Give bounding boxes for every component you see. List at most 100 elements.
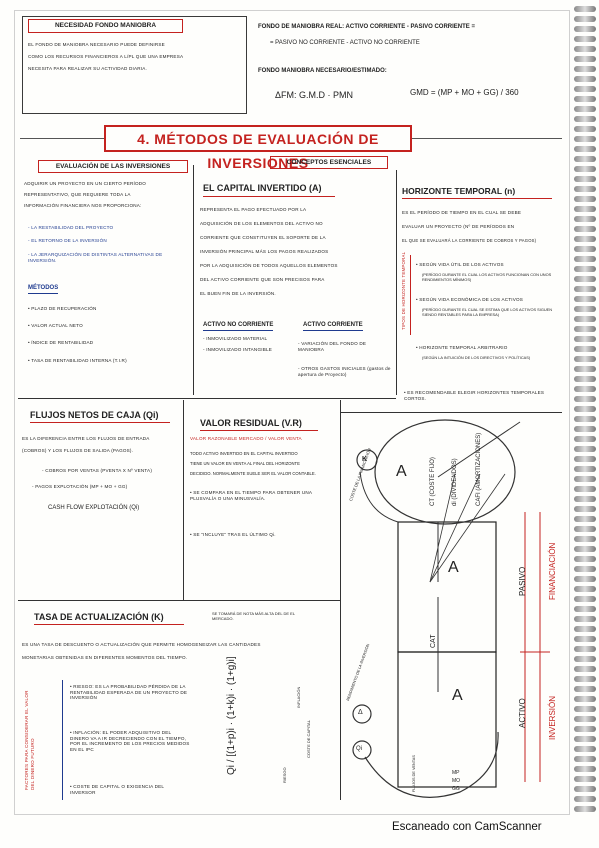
spiral-coil <box>574 626 596 632</box>
spiral-coil <box>574 86 596 92</box>
diagram-a-bottom: A <box>452 687 463 704</box>
spiral-coil <box>574 96 596 102</box>
ac-title: ACTIVO CORRIENTE <box>303 322 363 331</box>
spiral-coil <box>574 136 596 142</box>
eval-line-1: ADQUIRIR UN PROYECTO EN UN CIERTO PERÍOD… <box>24 181 147 186</box>
spiral-coil <box>574 316 596 322</box>
spiral-coil <box>574 676 596 682</box>
spiral-coil <box>574 606 596 612</box>
spiral-coil <box>574 386 596 392</box>
spiral-coil <box>574 486 596 492</box>
anc-title: ACTIVO NO CORRIENTE <box>203 322 274 331</box>
divider-row3 <box>18 600 340 602</box>
spiral-coil <box>574 366 596 372</box>
main-title: 4. MÉTODOS DE EVALUACIÓN DE INVERSIONES <box>104 125 412 171</box>
flujos-title: FLUJOS NETOS DE CAJA (Qi) <box>30 410 159 420</box>
capital-line-7: EL BUEN FIN DE LA INVERSIÓN. <box>200 291 276 296</box>
spiral-coil <box>574 6 596 12</box>
diagram-side-qi: FLUJOS DE VENTAS <box>412 755 416 792</box>
spiral-coil <box>574 296 596 302</box>
diagram-activo: ACTIVO <box>518 698 527 728</box>
divider-flujos <box>183 400 185 600</box>
horizonte-item-2-desc: (PERÍODO DURANTE EL CUAL SE ESTIMA QUE L… <box>422 307 553 317</box>
horizonte-item-3-desc: (SEGÚN LA INTUICIÓN DE LOS DIRECTIVOS Y … <box>422 355 531 360</box>
spiral-coil <box>574 546 596 552</box>
diagram-delta: Δ <box>358 709 363 716</box>
spiral-coil <box>574 716 596 722</box>
diagram-qi: Qi <box>356 746 362 752</box>
diagram-q-1: MP <box>452 770 460 776</box>
box-fondo-necesario <box>22 16 247 114</box>
investment-diagram <box>352 419 550 798</box>
capital-title: EL CAPITAL INVERTIDO (A) <box>203 183 322 193</box>
eval-item-1: - LA RESTABILIDAD DEL PROYECTO <box>28 225 114 230</box>
spiral-coil <box>574 496 596 502</box>
spiral-coil <box>574 66 596 72</box>
tasa-line-1: ES UNA TASA DE DESCUENTO O ACTUALIZACIÓN… <box>22 642 261 647</box>
capital-line-2: ADQUISICIÓN DE LOS ELEMENTOS DEL ACTIVO … <box>200 221 323 226</box>
horizonte-line-1: ES EL PERÍODO DE TIEMPO EN EL CUAL SE DE… <box>402 210 522 215</box>
capital-line-1: REPRESENTA EL PAGO EFECTUADO POR LA <box>200 207 307 212</box>
method-4: • TASA DE RENTABILIDAD INTERNA (T.I.R) <box>28 358 127 363</box>
eval-item-2: - EL RETORNO DE LA INVERSIÓN <box>28 238 107 243</box>
spiral-coil <box>574 436 596 442</box>
flujos-underline <box>30 422 170 424</box>
divider-row2 <box>18 398 396 400</box>
spiral-coil <box>574 276 596 282</box>
divider-diagram <box>340 400 342 800</box>
residual-subtitle: VALOR RAZONABLE MERCADO / VALOR VENTA <box>190 436 302 441</box>
horizonte-side-label: TIPOS DE HORIZONTE TEMPORAL <box>401 251 406 330</box>
spiral-coil <box>574 416 596 422</box>
spiral-coil <box>574 16 596 22</box>
ac-item-2: - OTROS GASTOS INICIALES (gastos de aper… <box>298 366 391 377</box>
method-1: • PLAZO DE RECUPERACIÓN <box>28 306 97 311</box>
residual-line-3: DECIDIDO. NORMALMENTE SUELE SER EL VALOR… <box>190 471 316 476</box>
conceptos-title: CONCEPTOS ESENCIALES <box>270 156 388 169</box>
formula-afm: ΔFM: G.M.D · PMN <box>275 90 354 100</box>
spiral-coil <box>574 456 596 462</box>
spiral-coil <box>574 36 596 42</box>
diagram-cafi: CAFI (AMORTIZACIONES) <box>476 432 482 506</box>
spiral-coil <box>574 646 596 652</box>
flujos-line-1: ES LA DIFERENCIA ENTRE LOS FLUJOS DE ENT… <box>22 436 150 441</box>
spiral-coil <box>574 686 596 692</box>
spiral-coil <box>574 196 596 202</box>
spiral-coil <box>574 616 596 622</box>
diagram-k: K <box>362 456 368 463</box>
anc-item-2: - INMOVILIZADO INTANGIBLE <box>203 347 272 352</box>
eval-title: EVALUACIÓN DE LAS INVERSIONES <box>38 160 188 173</box>
residual-underline <box>200 430 318 432</box>
eval-line-2: REPRESENTATIVO, QUE REQUIERE TODA LA <box>24 192 131 197</box>
activo-rect <box>397 651 497 788</box>
spiral-coil <box>574 566 596 572</box>
capital-line-5: POR LA ADQUISICIÓN DE TODOS AQUELLOS ELE… <box>200 263 338 268</box>
diagram-q-2: MO <box>452 778 461 784</box>
diagram-di: di (DIVIDENDOS) <box>452 458 458 506</box>
spiral-coil <box>574 426 596 432</box>
horizonte-item-3: • HORIZONTE TEMPORAL ARBITRARIO <box>416 345 508 350</box>
diagram-a-mid: A <box>448 559 459 576</box>
sec1-line-1: EL FONDO DE MANIOBRA NECESARIO PUEDE DEF… <box>28 42 165 47</box>
spiral-coil <box>574 656 596 662</box>
sec1-line-3: NECESITA PARA REALIZAR SU ACTIVIDAD DIAR… <box>28 66 147 71</box>
anc-item-1: - INMOVILIZADO MATERIAL <box>203 336 268 341</box>
spiral-coil <box>574 166 596 172</box>
diagram-cat: CAT <box>430 634 437 648</box>
spiral-coil <box>574 596 596 602</box>
tasa-bracket <box>62 680 64 800</box>
tasa-note: SE TOMARÁ DE NOTA MÁS ALTA DEL DE EL MER… <box>212 611 295 621</box>
spiral-coil <box>574 256 596 262</box>
spiral-binding <box>572 0 599 820</box>
tasa-item-1: • RIESGO: ES LA PROBABILIDAD PÉRDIDA DE … <box>70 684 188 701</box>
spiral-coil <box>574 226 596 232</box>
diagram-financiacion: FINANCIACIÓN <box>548 542 557 600</box>
horizonte-bracket <box>410 255 412 335</box>
flujos-item-2: - PAGOS EXPLOTACIÓN (MP + MO + GG) <box>32 484 128 489</box>
tasa-label-3: COSTE DE CAPITAL <box>306 720 311 758</box>
title-rule-left <box>20 138 104 140</box>
flujos-item-1: - COBROS POR VENTAS (PVENTA X Nº VENTA) <box>42 468 153 473</box>
flujos-line-2: (COBROS) Y LOS FLUJOS DE SALIDA (PAGOS). <box>22 448 134 453</box>
capital-line-4: INVERSIÓN PRINCIPAL MÁS LOS PAGOS REALIZ… <box>200 249 329 254</box>
spiral-coil <box>574 176 596 182</box>
